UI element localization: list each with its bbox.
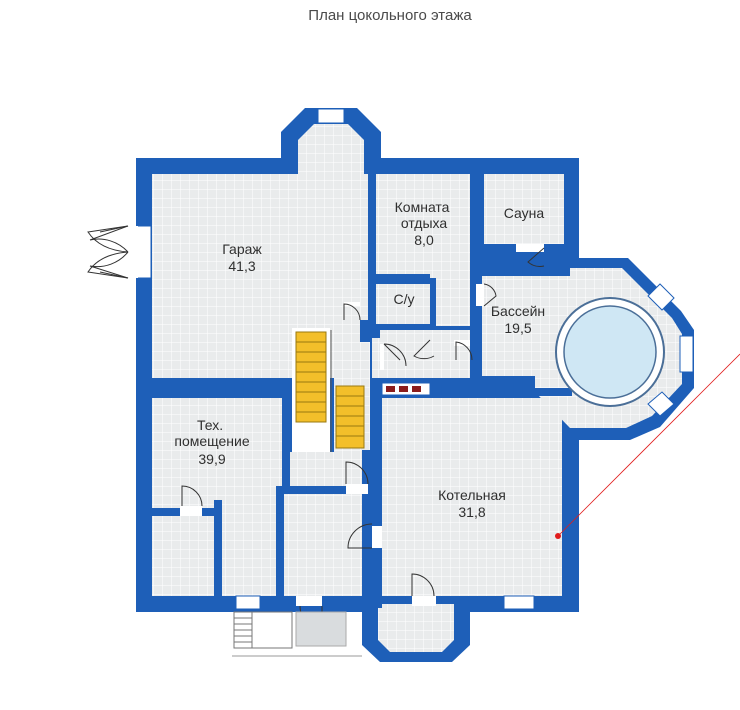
radiator-block (381, 382, 431, 396)
garage-door-arc-icon (87, 225, 129, 279)
room-area-pool: 19,5 (504, 320, 531, 336)
room-name-garage: Гараж (222, 241, 262, 257)
room-area-rest: 8,0 (414, 232, 434, 248)
wc-floor (376, 284, 430, 324)
room-name-tech: Тех. помещение (174, 417, 249, 449)
pool (555, 297, 665, 407)
room-area-tech: 39,9 (198, 451, 225, 467)
windows (136, 108, 694, 610)
room-name-sauna: Сауна (504, 205, 545, 221)
room-name-rest-line2: отдыха (401, 215, 448, 231)
garage-door-icon (89, 225, 138, 279)
internal-walls (136, 174, 572, 608)
wc-wall-top (372, 278, 432, 284)
room-name-rest-line1: Комната (395, 199, 450, 215)
room-name-tech-line1: Тех. (197, 417, 223, 433)
staircase (292, 328, 365, 452)
room-name-wc: С/у (394, 291, 415, 307)
room-name-tech-line2: помещение (174, 433, 249, 449)
plan-title: План цокольного этажа (308, 7, 472, 24)
pointer-annotation (555, 353, 740, 539)
room-area-boiler: 31,8 (458, 504, 485, 520)
room-name-boiler: Котельная (438, 487, 506, 503)
room-labels: Гараж 41,3 Комната отдыха 8,0 Сауна С/у … (174, 199, 545, 520)
wc-wall-right (430, 278, 436, 330)
room-area-garage: 41,3 (228, 258, 255, 274)
room-name-rest: Комната отдыха (395, 199, 454, 231)
doors (87, 225, 545, 629)
room-name-pool: Бассейн (491, 303, 545, 319)
entrance-steps (232, 611, 362, 657)
